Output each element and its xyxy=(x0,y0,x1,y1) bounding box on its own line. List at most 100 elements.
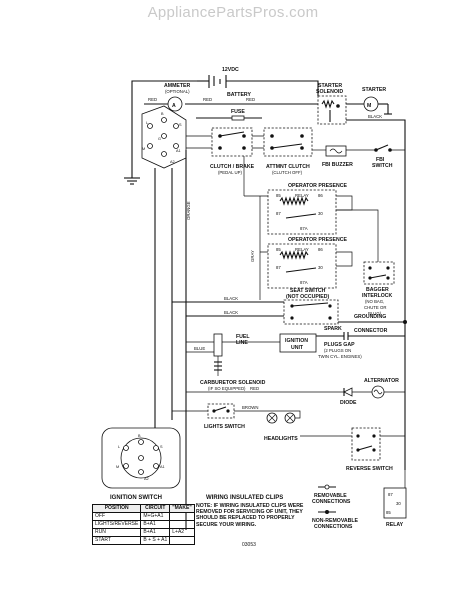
table-row: RUN B+A1 L+A2 xyxy=(91,528,195,537)
ammeter: A AMMETER (OPTIONAL) xyxy=(164,83,190,112)
svg-text:(IF SO EQUIPPED): (IF SO EQUIPPED) xyxy=(208,386,246,391)
cell-position: RUN xyxy=(91,528,142,537)
svg-text:RELAY: RELAY xyxy=(295,193,309,198)
svg-text:B: B xyxy=(138,434,141,438)
svg-text:CONNECTIONS: CONNECTIONS xyxy=(314,524,353,530)
svg-text:S: S xyxy=(179,123,182,127)
grounding-connector: GROUNDING CONNECTOR xyxy=(338,314,407,334)
svg-text:SOLENOID: SOLENOID xyxy=(316,89,343,95)
svg-text:TWIN CYL. ENGINES): TWIN CYL. ENGINES) xyxy=(318,354,362,359)
spark-plugs: SPARK PLUGS GAP (2 PLUGS ON TWIN CYL. EN… xyxy=(316,326,405,359)
svg-text:PLUG): PLUG) xyxy=(368,311,382,316)
svg-text:(OPTIONAL): (OPTIONAL) xyxy=(165,89,190,94)
battery: 12VDC BATTERY xyxy=(197,67,262,98)
svg-text:GROUNDING: GROUNDING xyxy=(354,314,386,320)
cell-position: LIGHTS/REVERSE xyxy=(91,520,142,529)
seat-switch: SEAT SWITCH (NOT OCCUPIED) xyxy=(283,288,339,325)
cell-circuit: B+A1 xyxy=(140,520,171,529)
lights-switch: LIGHTS SWITCH xyxy=(204,403,245,430)
svg-text:FUEL: FUEL xyxy=(236,334,250,340)
svg-text:87: 87 xyxy=(276,265,281,270)
svg-text:A1: A1 xyxy=(160,465,165,469)
operator-presence-relay-2: OPERATOR PRESENCE 85 RELAY 86 87 30 87A xyxy=(267,237,347,289)
watermark: AppliancePartsPros.com xyxy=(147,4,319,21)
ignition-switch-terminals: L B S M A1 A2 G xyxy=(141,105,187,169)
svg-text:30: 30 xyxy=(318,211,323,216)
ignition-switch-face: L B S M A1 A2 xyxy=(101,427,181,489)
svg-text:IGNITION: IGNITION xyxy=(285,338,308,344)
svg-text:BLACK: BLACK xyxy=(224,296,238,301)
wiring-clips-title: WIRING INSULATED CLIPS xyxy=(206,495,284,501)
svg-text:FBI: FBI xyxy=(376,157,385,163)
diode: DIODE xyxy=(340,387,357,406)
svg-text:BLACK: BLACK xyxy=(224,310,238,315)
svg-text:A: A xyxy=(172,103,176,109)
cell-circuit: M+G+A1 xyxy=(140,512,171,521)
svg-text:87: 87 xyxy=(276,211,281,216)
svg-text:NON-REMOVABLE: NON-REMOVABLE xyxy=(312,518,359,524)
svg-text:85: 85 xyxy=(276,247,281,252)
clutch-brake-switch: CLUTCH / BRAKE (PEDAL UP) xyxy=(210,127,255,175)
svg-text:CLUTCH / BRAKE: CLUTCH / BRAKE xyxy=(210,164,255,170)
svg-text:RELAY: RELAY xyxy=(295,247,309,252)
alternator: ALTERNATOR xyxy=(364,378,399,399)
svg-text:REMOVABLE: REMOVABLE xyxy=(314,493,347,499)
svg-text:RED: RED xyxy=(250,386,259,391)
ignition-unit: IGNITION UNIT xyxy=(279,333,317,353)
svg-text:CONNECTOR: CONNECTOR xyxy=(354,328,388,334)
diagram-code: 03053 xyxy=(242,542,256,548)
svg-text:30: 30 xyxy=(396,501,401,506)
svg-text:RED: RED xyxy=(148,97,157,102)
header-circuit: CIRCUIT xyxy=(140,504,171,513)
svg-text:87A: 87A xyxy=(300,280,308,285)
svg-text:87A: 87A xyxy=(300,226,308,231)
table-row: LIGHTS/REVERSE B+A1 xyxy=(91,520,195,529)
reverse-switch: REVERSE SWITCH xyxy=(346,427,393,472)
svg-text:G: G xyxy=(158,137,161,141)
svg-text:ALTERNATOR: ALTERNATOR xyxy=(364,378,399,384)
svg-text:INTERLOCK: INTERLOCK xyxy=(362,293,393,299)
svg-text:A2: A2 xyxy=(170,160,175,164)
svg-text:OPERATOR PRESENCE: OPERATOR PRESENCE xyxy=(288,237,347,243)
svg-text:SPARK: SPARK xyxy=(324,326,342,332)
cell-make xyxy=(169,536,195,545)
svg-text:OPERATOR PRESENCE: OPERATOR PRESENCE xyxy=(288,183,347,189)
svg-text:LINE: LINE xyxy=(236,340,248,346)
svg-text:(NOT OCCUPIED): (NOT OCCUPIED) xyxy=(286,294,330,300)
svg-text:GRAY: GRAY xyxy=(250,250,255,262)
battery-voltage: 12VDC xyxy=(222,67,239,73)
svg-text:RED: RED xyxy=(203,97,212,102)
svg-text:L: L xyxy=(118,445,120,449)
svg-text:87: 87 xyxy=(388,492,393,497)
cell-position: OFF xyxy=(91,512,142,521)
svg-text:ATTMNT CLUTCH: ATTMNT CLUTCH xyxy=(266,164,310,170)
cell-circuit: B + S + A1 xyxy=(140,536,171,545)
connection-legend: REMOVABLE CONNECTIONS NON-REMOVABLE CONN… xyxy=(312,484,359,530)
svg-text:A2: A2 xyxy=(144,477,149,481)
table-row: OFF M+G+A1 xyxy=(91,512,195,521)
svg-text:85: 85 xyxy=(276,193,281,198)
svg-text:M: M xyxy=(142,147,145,151)
svg-text:RED: RED xyxy=(246,97,255,102)
battery-label: BATTERY xyxy=(227,92,251,98)
svg-text:LIGHTS SWITCH: LIGHTS SWITCH xyxy=(204,424,245,430)
svg-text:L: L xyxy=(146,121,148,125)
svg-text:SWITCH: SWITCH xyxy=(372,163,393,169)
svg-text:RELAY: RELAY xyxy=(386,522,404,528)
svg-text:SEAT SWITCH: SEAT SWITCH xyxy=(290,288,326,294)
svg-text:B: B xyxy=(161,112,164,116)
ignition-switch-title: IGNITION SWITCH xyxy=(110,495,162,501)
svg-text:PLUGS GAP: PLUGS GAP xyxy=(324,342,355,348)
svg-text:(NO BAG,: (NO BAG, xyxy=(365,299,384,304)
operator-presence-relay-1: OPERATOR PRESENCE 85 RELAY 86 87 30 87A xyxy=(267,183,347,235)
svg-text:STARTER: STARTER xyxy=(318,83,342,89)
cell-position: START xyxy=(91,536,142,545)
starter-motor: M STARTER xyxy=(346,87,392,115)
cell-circuit: B+A1 xyxy=(140,528,171,537)
bagger-interlock: BAGGER INTERLOCK (NO BAG, CHUTE OR PLUG) xyxy=(362,261,395,316)
attachment-clutch-switch: ATTMNT CLUTCH (CLUTCH OFF) xyxy=(263,127,313,175)
svg-text:BLACK: BLACK xyxy=(368,114,382,119)
svg-text:REVERSE SWITCH: REVERSE SWITCH xyxy=(346,466,393,472)
svg-text:BLUE: BLUE xyxy=(194,346,205,351)
starter-solenoid: STARTER SOLENOID xyxy=(316,83,347,125)
